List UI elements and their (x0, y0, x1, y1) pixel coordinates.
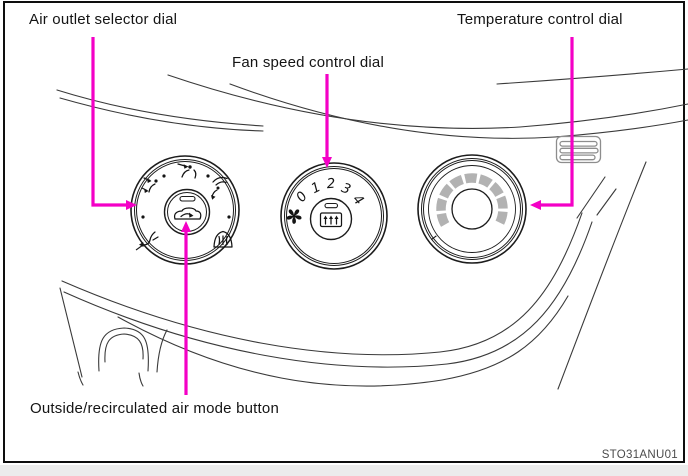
fan-speed-control-dial: 0 1 2 3 4 (280, 162, 388, 270)
temperature-control-dial (417, 154, 527, 264)
fan-speed-3: 3 (339, 180, 353, 198)
fan-speed-callout-arrow (322, 74, 332, 168)
callout-temperature-label: Temperature control dial (457, 11, 623, 28)
air-outlet-callout-arrow (91, 37, 137, 210)
rear-window-defogger-icon (319, 212, 343, 228)
fan-blades-icon (286, 209, 302, 224)
air-mode-callout-arrow (181, 221, 191, 395)
figure-border (3, 1, 685, 463)
rear-defogger-button (309, 197, 353, 241)
fan-speed-0: 0 (293, 189, 311, 206)
temperature-knob-center (451, 188, 493, 230)
feet-vent-icon (139, 231, 159, 247)
temperature-callout-arrow (530, 37, 574, 210)
face-vent-icon (177, 163, 197, 179)
dial-position-dots (141, 174, 231, 219)
windshield-defroster-icon (213, 230, 233, 248)
car-recirculation-icon (173, 207, 202, 220)
dash-cubby (98, 327, 149, 372)
feet-windshield-defrost-icon (211, 176, 228, 200)
callout-air-mode-label: Outside/recirculated air mode button (30, 400, 279, 417)
dial-index-notch (430, 235, 437, 241)
side-vent-icon (555, 135, 602, 164)
callout-fan-speed-label: Fan speed control dial (232, 54, 384, 71)
gray-temperature-arc (436, 173, 508, 227)
fan-speed-1: 1 (309, 179, 324, 197)
temperature-arc-gap-mark (452, 229, 462, 242)
callout-air-outlet-label: Air outlet selector dial (29, 11, 178, 28)
callout-arrows (91, 37, 574, 395)
fan-speed-2: 2 (326, 176, 336, 193)
page-margin-strip (0, 465, 688, 476)
figure-code: STO31ANU01 (601, 449, 678, 461)
dashboard-sketch-lines (56, 68, 688, 390)
fan-speed-4: 4 (349, 191, 367, 208)
bilevel-face-feet-icon (141, 177, 158, 193)
